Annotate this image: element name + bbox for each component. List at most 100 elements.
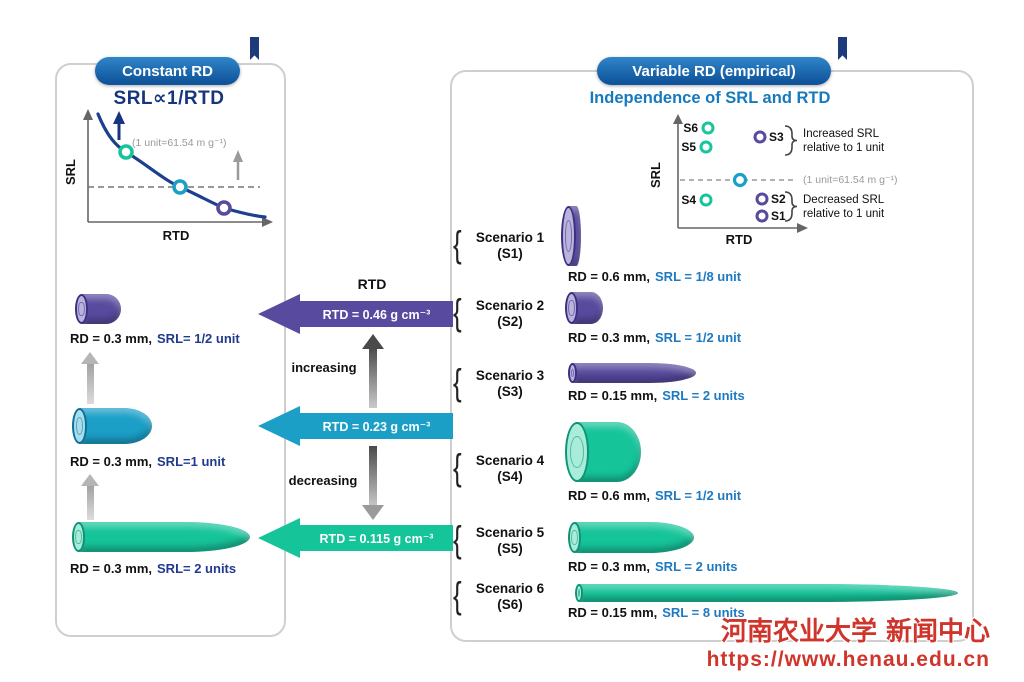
- decreasing-label: decreasing: [288, 473, 358, 488]
- scenario-name: Scenario 6: [475, 581, 545, 596]
- cylinder-s4: [565, 422, 641, 482]
- scenario-label-values-1: RD = 0.6 mm, SRL = 1/8 unit: [568, 269, 741, 284]
- scenario-brace: [453, 226, 464, 263]
- srl-value: SRL = 1/2 unit: [655, 488, 742, 503]
- rtd-arrow-0115: RTD = 0.115 g cm⁻³: [300, 525, 453, 551]
- scenario-code: (S3): [497, 384, 523, 399]
- cylinder-cap: [72, 522, 85, 552]
- decreased-note-line2: relative to 1 unit: [803, 208, 885, 220]
- cylinder-s6: [575, 584, 958, 602]
- srl-value: SRL = 2 units: [655, 559, 738, 574]
- gray-up-arrow-icon: [233, 150, 243, 162]
- scenario-label-3: Scenario 3 (S3): [468, 368, 552, 400]
- variable-rd-title: Independence of SRL and RTD: [589, 89, 831, 107]
- point-green: [118, 144, 134, 160]
- scenario-label-values-2: RD = 0.3 mm, SRL = 1/2 unit: [568, 330, 741, 345]
- cylinder-cap: [565, 422, 589, 482]
- cylinder-body: [79, 408, 152, 444]
- scenario-label-values-4: RD = 0.6 mm, SRL = 1/2 unit: [568, 488, 741, 503]
- cylinder-two-units: [72, 522, 250, 552]
- srl-up-arrow-icon: [81, 474, 99, 520]
- unit-note: (1 unit=61.54 m g⁻¹): [132, 137, 227, 149]
- y-axis-arrow-icon: [673, 114, 683, 124]
- cylinder-body: [579, 584, 958, 602]
- rd-value: RD = 0.3 mm,: [70, 561, 153, 576]
- rtd-arrow-046: RTD = 0.46 g cm⁻³: [300, 301, 453, 327]
- increased-brace: [784, 125, 798, 156]
- scenario-label-2: Scenario 2 (S2): [468, 298, 552, 330]
- middle-rtd-title: RTD: [357, 276, 387, 292]
- cylinder-s5: [568, 522, 694, 553]
- cylinder-body: [574, 522, 694, 553]
- scenario-code: (S4): [497, 469, 523, 484]
- rd-value: RD = 0.6 mm,: [568, 488, 651, 503]
- unit-note: (1 unit=61.54 m g⁻¹): [803, 174, 898, 186]
- cylinder-body: [81, 294, 121, 324]
- point-s4: [699, 193, 713, 207]
- cylinder-body: [572, 363, 696, 383]
- watermark-line1: 河南农业大学 新闻中心: [720, 617, 990, 647]
- scenario-brace: [453, 577, 464, 614]
- rd-value: RD = 0.3 mm,: [70, 454, 153, 469]
- y-axis-arrow-icon: [83, 109, 93, 120]
- point-label: S1: [771, 209, 786, 223]
- srl-value: SRL = 8 units: [662, 605, 745, 620]
- rd-value: RD = 0.3 mm,: [568, 330, 651, 345]
- cylinder-s3: [568, 363, 696, 383]
- point-label: S6: [683, 121, 698, 135]
- constant-rd-chart: (1 unit=61.54 m g⁻¹) SRL RTD: [63, 109, 273, 243]
- scenario-name: Scenario 2: [475, 298, 545, 313]
- constant-rd-badge: Constant RD: [95, 57, 240, 85]
- scenario-brace: [453, 364, 464, 401]
- x-axis-arrow-icon: [262, 217, 273, 227]
- rd-value: RD = 0.6 mm,: [568, 269, 651, 284]
- srl-value: SRL= 2 units: [157, 561, 237, 576]
- rtd-arrow-label: RTD = 0.23 g cm⁻³: [322, 419, 431, 434]
- point-purple: [216, 200, 232, 216]
- scenario-name: Scenario 3: [475, 368, 545, 383]
- increasing-label: increasing: [291, 360, 357, 375]
- inverse-curve: [96, 112, 267, 219]
- cylinder-cap: [568, 522, 581, 553]
- rd-value: RD = 0.3 mm,: [70, 331, 153, 346]
- rtd-arrow-023: RTD = 0.23 g cm⁻³: [300, 413, 453, 439]
- increasing-arrow-icon: [362, 334, 384, 408]
- scenario-code: (S2): [497, 314, 523, 329]
- srl-value: SRL=1 unit: [157, 454, 226, 469]
- rd-value: RD = 0.15 mm,: [568, 605, 658, 620]
- right-ribbon-icon: [838, 37, 847, 60]
- point-s2: [755, 192, 769, 206]
- srl-value: SRL = 1/2 unit: [655, 330, 742, 345]
- rd-value: RD = 0.3 mm,: [568, 559, 651, 574]
- point-label: S2: [771, 192, 786, 206]
- srl-value: SRL = 2 units: [662, 388, 745, 403]
- x-axis-arrow-icon: [797, 223, 808, 233]
- scenario-label-5: Scenario 5 (S5): [468, 525, 552, 557]
- left-ribbon-icon: [250, 37, 259, 60]
- y-axis-label: SRL: [63, 159, 78, 185]
- constant-rd-title: SRL∝1/RTD: [113, 88, 225, 109]
- cylinder-s1: [561, 206, 581, 266]
- constant-label-3: RD = 0.3 mm, SRL= 2 units: [70, 561, 236, 576]
- rtd-arrow-label: RTD = 0.115 g cm⁻³: [319, 531, 434, 546]
- scenario-label-4: Scenario 4 (S4): [468, 453, 552, 485]
- cylinder-cap: [565, 292, 578, 324]
- cylinder-one-unit: [72, 408, 152, 444]
- x-axis-label: RTD: [163, 228, 190, 243]
- scenario-label-6: Scenario 6 (S6): [468, 581, 552, 613]
- watermark-line2: https://www.henau.edu.cn: [706, 648, 990, 671]
- decreased-brace: [784, 191, 798, 222]
- srl-value: SRL= 1/2 unit: [157, 331, 240, 346]
- cylinder-cap: [75, 294, 88, 324]
- independence-chart: S6 S5 S4 S3 S2 S1 Increased SRL relative…: [648, 114, 898, 247]
- cylinder-cap: [561, 206, 576, 266]
- scenario-brace: [453, 294, 464, 331]
- scenario-code: (S5): [497, 541, 523, 556]
- cylinder-s2: [565, 292, 603, 324]
- cylinder-body: [78, 522, 250, 552]
- watermark: 河南农业大学 新闻中心 https://www.henau.edu.cn: [707, 611, 990, 672]
- srl-value: SRL = 1/8 unit: [655, 269, 742, 284]
- point-label: S5: [681, 140, 696, 154]
- cylinder-cap: [72, 408, 87, 444]
